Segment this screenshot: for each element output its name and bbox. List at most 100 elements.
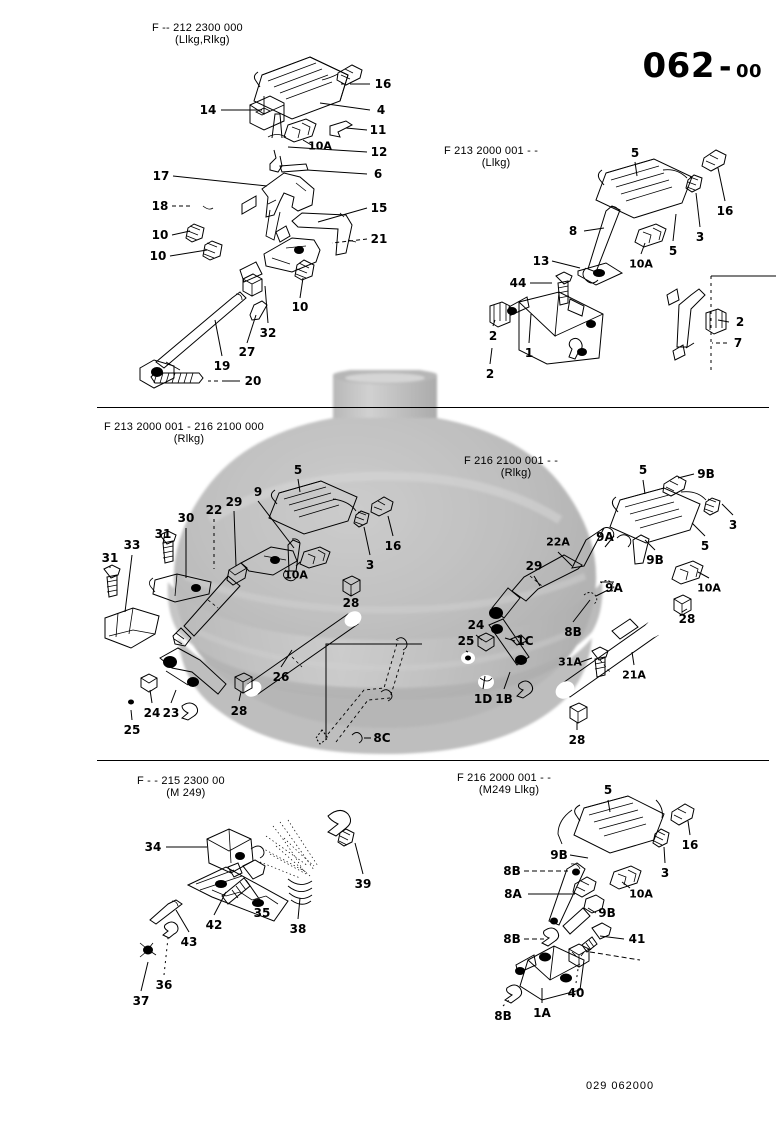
callout-ref: 9B — [598, 906, 616, 920]
callout-ref: 9A — [596, 530, 614, 544]
callout-ref: 28 — [230, 704, 248, 718]
callout-ref: 9B — [697, 467, 715, 481]
callout-ref: 24 — [143, 706, 161, 720]
callout-ref: 43 — [180, 935, 198, 949]
art-bottom-left — [137, 810, 364, 992]
callout-ref: 31 — [101, 551, 119, 565]
callout-ref: 16 — [374, 77, 392, 91]
section-variant: (M249 Llkg) — [478, 784, 540, 796]
section-divider-2 — [97, 760, 769, 761]
callout-ref: 10A — [284, 568, 308, 582]
callout-ref: 3 — [365, 558, 375, 572]
callout-ref: 16 — [384, 539, 402, 553]
callout-ref: 28 — [568, 733, 586, 747]
section-variant: (Llkg) — [481, 157, 511, 169]
callout-ref: 1D — [473, 692, 493, 706]
callout-ref: 28 — [678, 612, 696, 626]
callout-ref: 34 — [144, 840, 162, 854]
callout-ref: 25 — [457, 634, 475, 648]
callout-ref: 14 — [199, 103, 217, 117]
callout-ref: 2 — [735, 315, 745, 329]
callout-ref: 1B — [495, 692, 513, 706]
section-variant: (Rlkg) — [173, 433, 205, 445]
callout-ref: 37 — [132, 994, 150, 1008]
callout-ref: 13 — [532, 254, 550, 268]
callout-ref: 9B — [646, 553, 664, 567]
sheet-footer: 029 062000 — [586, 1080, 655, 1092]
callout-ref: 22 — [205, 503, 223, 517]
callout-ref: 40 — [567, 986, 585, 1000]
callout-ref: 31A — [558, 655, 582, 669]
callout-ref: 23 — [162, 706, 180, 720]
art-bottom-right — [502, 795, 695, 1007]
callout-ref: 9A — [605, 581, 623, 595]
callout-ref: 10A — [629, 257, 653, 271]
callout-ref: 10A — [629, 887, 653, 901]
callout-ref: 7 — [733, 336, 743, 350]
callout-ref: 9 — [253, 485, 263, 499]
callout-ref: 27 — [238, 345, 256, 359]
callout-ref: 5 — [293, 463, 303, 477]
callout-ref: 3 — [728, 518, 738, 532]
callout-ref: 10 — [291, 300, 309, 314]
callout-ref: 17 — [152, 169, 170, 183]
section-heading-bottom-right: F 216 2000 001 - - (M249 Llkg) — [457, 772, 551, 796]
callout-ref: 42 — [205, 918, 223, 932]
callout-ref: 8B — [503, 932, 521, 946]
callout-ref: 20 — [244, 374, 262, 388]
callout-ref: 24 — [467, 618, 485, 632]
callout-ref: 9B — [550, 848, 568, 862]
section-variant: (Llkg,Rlkg) — [175, 34, 230, 46]
callout-ref: 8B — [503, 864, 521, 878]
section-code: F - - 215 2300 00 — [137, 775, 225, 787]
callout-ref: 26 — [272, 670, 290, 684]
callout-ref: 29 — [225, 495, 243, 509]
callout-ref: 8A — [504, 887, 522, 901]
section-code: F 213 2000 001 - - — [444, 145, 539, 157]
callout-ref: 16 — [681, 838, 699, 852]
section-code: F 216 2000 001 - - — [457, 772, 552, 784]
section-divider-1 — [97, 407, 769, 408]
callout-ref: 5 — [638, 463, 648, 477]
callout-ref: 3 — [660, 866, 670, 880]
callout-ref: 4 — [376, 103, 386, 117]
callout-ref: 28 — [342, 596, 360, 610]
callout-ref: 8B — [564, 625, 582, 639]
callout-ref: 11 — [369, 123, 387, 137]
callout-ref: 38 — [289, 922, 307, 936]
callout-ref: 18 — [151, 199, 169, 213]
section-heading-top-left: F -- 212 2300 000 (Llkg,Rlkg) — [152, 22, 243, 46]
callout-ref: 41 — [628, 932, 646, 946]
art-top-left — [139, 56, 371, 389]
callout-ref: 21 — [370, 232, 388, 246]
callout-ref: 35 — [253, 906, 271, 920]
callout-ref: 44 — [509, 276, 527, 290]
callout-ref: 25 — [123, 723, 141, 737]
callout-ref: 5 — [668, 244, 678, 258]
callout-ref: 8 — [568, 224, 578, 238]
callout-ref: 31 — [154, 527, 172, 541]
section-heading-top-right: F 213 2000 001 - - (Llkg) — [444, 145, 538, 169]
callout-ref: 5 — [700, 539, 710, 553]
callout-ref: 10A — [697, 581, 721, 595]
section-variant: (M 249) — [166, 787, 206, 799]
callout-ref: 32 — [259, 326, 277, 340]
callout-ref: 36 — [155, 978, 173, 992]
section-code: F 216 2100 001 - - — [464, 455, 559, 467]
page-number-main: 062 — [642, 46, 715, 86]
callout-ref: 1C — [516, 634, 534, 648]
callout-ref: 2 — [485, 367, 495, 381]
callout-ref: 39 — [354, 877, 372, 891]
section-heading-middle-right: F 216 2100 001 - - (Rlkg) — [464, 455, 558, 479]
callout-ref: 5 — [630, 146, 640, 160]
page-number-dash: - — [718, 50, 732, 85]
callout-ref: 29 — [525, 559, 543, 573]
callout-ref: 1 — [524, 346, 534, 360]
callout-ref: 8C — [373, 731, 391, 745]
callout-ref: 22A — [546, 535, 570, 549]
callout-ref: 21A — [622, 668, 646, 682]
callout-ref: 3 — [695, 230, 705, 244]
callout-ref: 10 — [149, 249, 167, 263]
callout-ref: 10 — [151, 228, 169, 242]
